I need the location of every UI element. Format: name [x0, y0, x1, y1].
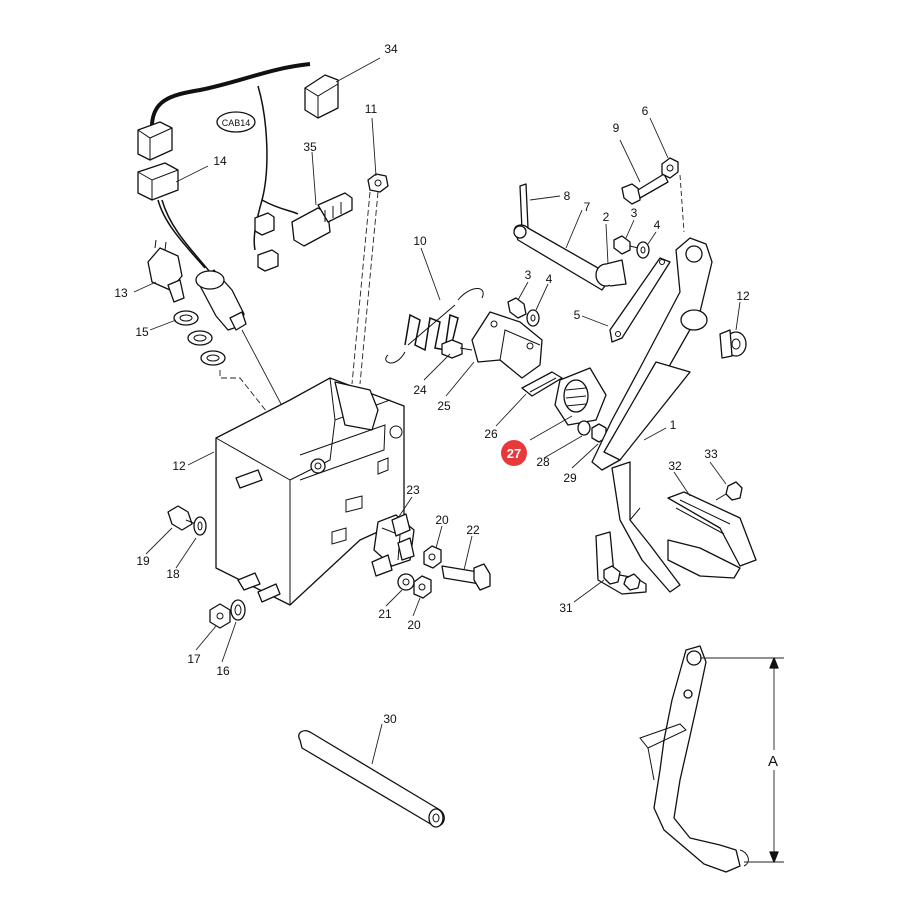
callout-27-highlight[interactable]: 27 [501, 440, 527, 466]
label-21: 21 [378, 607, 392, 621]
label-12-left: 12 [172, 459, 186, 473]
block-27 [554, 367, 607, 426]
screw-33 [715, 481, 743, 501]
label-3-lower: 3 [525, 268, 532, 282]
label-6: 6 [642, 104, 649, 118]
svg-text:A: A [768, 753, 778, 770]
pedal-pad-32 [667, 491, 757, 579]
callout-27-label: 27 [507, 446, 521, 461]
bracket-25 [471, 311, 543, 379]
connector-34 [304, 74, 339, 119]
link-5 [609, 257, 671, 343]
bolt-19 [167, 505, 197, 531]
bolt-9 [621, 173, 669, 205]
label-3-upper: 3 [631, 206, 638, 220]
nut-11 [351, 173, 389, 385]
label-2: 2 [603, 210, 610, 224]
bracket-12 [215, 377, 405, 606]
label-12-right: 12 [736, 289, 750, 303]
callout-27-badge[interactable] [501, 440, 527, 466]
rod-30 [298, 730, 445, 828]
leader-lines [133, 57, 741, 765]
label-20-lower: 20 [407, 618, 421, 632]
bush-2 [595, 259, 627, 287]
label-24: 24 [413, 383, 427, 397]
connector-left [137, 121, 173, 161]
label-32: 32 [668, 459, 682, 473]
label-10: 10 [413, 234, 427, 248]
connector-tag: CAB14 [216, 111, 256, 133]
screw-24 [441, 339, 473, 359]
label-4-lower: 4 [546, 272, 553, 286]
part-labels: 34 14 13 15 35 11 10 12 19 18 17 16 23 2… [114, 42, 750, 726]
label-15: 15 [135, 325, 149, 339]
washers-15 [173, 310, 226, 366]
washer-4a [526, 309, 540, 327]
label-18: 18 [166, 567, 180, 581]
label-1: 1 [670, 418, 677, 432]
nut-17 [209, 603, 231, 629]
washer-4b [636, 241, 650, 259]
washer-18 [193, 516, 207, 536]
label-22: 22 [466, 523, 480, 537]
label-28: 28 [536, 455, 550, 469]
pedal-lever-1 [591, 237, 713, 593]
bracket-31 [595, 531, 647, 595]
nut-20-upper [423, 545, 442, 569]
label-5: 5 [574, 308, 581, 322]
washer-16 [230, 599, 246, 621]
nut-20-lower [413, 575, 432, 599]
connector-14 [137, 162, 179, 201]
nut-6 [661, 157, 685, 233]
label-9: 9 [613, 121, 620, 135]
dimension-view: A [639, 645, 784, 873]
label-8: 8 [564, 189, 571, 203]
label-19: 19 [136, 554, 150, 568]
sensor-body [195, 269, 247, 331]
clevis-26 [521, 371, 563, 397]
spring-10 [385, 288, 484, 364]
label-11: 11 [365, 102, 378, 116]
label-14: 14 [213, 154, 227, 168]
label-23: 23 [406, 483, 420, 497]
label-26: 26 [484, 427, 498, 441]
label-16: 16 [216, 664, 230, 678]
washer-21 [397, 573, 415, 591]
label-33: 33 [704, 447, 718, 461]
screw-3b [613, 235, 639, 255]
label-29: 29 [563, 471, 577, 485]
label-20-upper: 20 [435, 513, 449, 527]
label-13: 13 [114, 286, 128, 300]
label-31: 31 [559, 601, 573, 615]
label-4-upper: 4 [654, 218, 661, 232]
svg-text:CAB14: CAB14 [222, 118, 251, 128]
label-7: 7 [584, 200, 591, 214]
bolt-22 [441, 563, 491, 591]
washer-28 [577, 420, 591, 436]
screw-3a [507, 297, 527, 319]
wiring-harness: CAB14 [137, 62, 339, 273]
bush-12b [719, 329, 747, 359]
label-35: 35 [303, 140, 317, 154]
label-34: 34 [384, 42, 398, 56]
pressure-switch-35 [291, 192, 353, 247]
label-25: 25 [437, 399, 451, 413]
label-30: 30 [383, 712, 397, 726]
label-17: 17 [187, 652, 201, 666]
switch-13 [147, 239, 185, 303]
pin-8 [519, 183, 529, 231]
clamp-23 [371, 513, 415, 577]
